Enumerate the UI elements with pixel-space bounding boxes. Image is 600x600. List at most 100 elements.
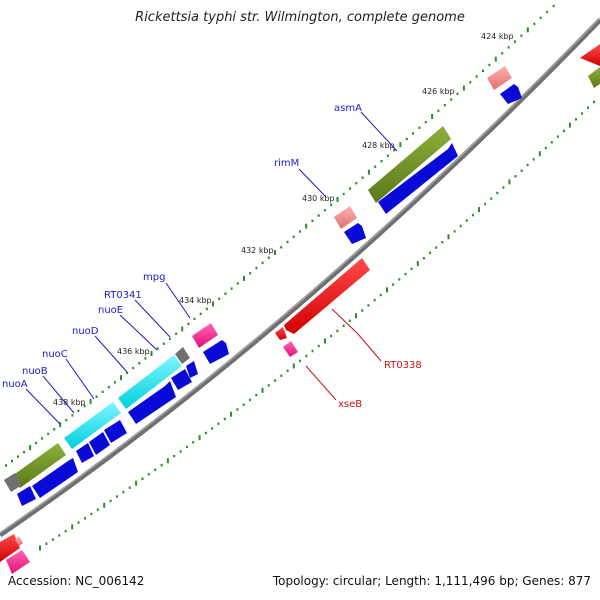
- tick-outer-5: [29, 445, 32, 451]
- tick-inner-45: [324, 338, 326, 344]
- tick-outer-37: [224, 292, 227, 295]
- tick-inner-24: [192, 441, 195, 444]
- gene-label-RT0338[interactable]: RT0338: [384, 360, 422, 371]
- cds-nuoA[interactable]: [76, 443, 94, 463]
- cds-424[interactable]: [500, 84, 522, 104]
- tick-inner-13: [122, 490, 125, 494]
- gene-label-xseB[interactable]: xseB: [338, 399, 362, 410]
- map-title: Rickettsia typhi str. Wilmington, comple…: [135, 10, 465, 25]
- gene-label-mpg[interactable]: mpg: [143, 272, 165, 283]
- cog-feature-olive-2[interactable]: [12, 443, 66, 488]
- tick-inner-37: [274, 379, 277, 382]
- cog-feature-red-edge-1[interactable]: [580, 44, 600, 66]
- tick-inner-54: [379, 293, 382, 297]
- cog-feature-cyan-2[interactable]: [64, 402, 121, 449]
- cog-feature-olive-1[interactable]: [368, 126, 451, 203]
- tick-outer-55: [336, 196, 339, 202]
- tick-outer-83: [514, 40, 516, 43]
- cog-feature-magenta-edge[interactable]: [6, 550, 30, 574]
- tick-outer-35: [212, 301, 214, 307]
- tick-inner-29: [223, 417, 226, 421]
- gene-label-RT0341[interactable]: RT0341: [104, 290, 142, 301]
- cog-feature-xseB[interactable]: [283, 341, 298, 357]
- gene-label-nuoD[interactable]: nuoD: [72, 326, 99, 337]
- tick-inner-88: [587, 106, 589, 109]
- cds-nuoE[interactable]: [171, 369, 192, 390]
- cog-feature-olive-edge[interactable]: [588, 67, 600, 88]
- tick-inner-7: [84, 517, 86, 520]
- tick-inner-52: [367, 304, 370, 307]
- tick-outer-13: [77, 409, 80, 412]
- tick-inner-83: [556, 135, 559, 138]
- tick-outer-23: [138, 362, 141, 365]
- cog-feature-pink-2[interactable]: [487, 66, 512, 90]
- tick-inner-65: [447, 234, 450, 240]
- leader-xseB: [305, 365, 337, 401]
- cog-feature-gray-2[interactable]: [4, 473, 22, 492]
- tick-outer-10: [59, 422, 62, 428]
- gene-label-nuoB[interactable]: nuoB: [22, 366, 48, 377]
- tick-inner-86: [575, 118, 577, 121]
- cds-olive-block[interactable]: [32, 458, 78, 498]
- cds-rimM[interactable]: [344, 223, 366, 244]
- tick-outer-62: [380, 160, 383, 163]
- tick-outer-54: [330, 203, 333, 206]
- leader-nuoD: [94, 335, 128, 373]
- tick-outer-6: [35, 441, 38, 445]
- cog-feature-pink-edge[interactable]: [15, 536, 23, 546]
- gene-label-rimM[interactable]: rimM: [274, 158, 299, 169]
- gene-label-nuoC[interactable]: nuoC: [42, 349, 68, 360]
- tick-inner-64: [441, 241, 444, 244]
- cds-RT0341[interactable]: [186, 361, 198, 378]
- tick-inner-9: [96, 508, 99, 511]
- tick-outer-17: [101, 390, 104, 394]
- cds-start[interactable]: [17, 486, 36, 506]
- tick-inner-68: [465, 219, 468, 222]
- tick-outer-74: [456, 92, 459, 95]
- tick-inner-22: [179, 450, 182, 453]
- tick-outer-38: [230, 287, 233, 290]
- tick-label-428: 428 kbp: [362, 141, 395, 150]
- tick-inner-35: [261, 387, 264, 393]
- tick-label-426: 426 kbp: [422, 87, 455, 96]
- tick-outer-12: [71, 414, 74, 417]
- cog-feature-cyan-1[interactable]: [118, 355, 182, 409]
- cds-asmA[interactable]: [378, 143, 458, 214]
- tick-outer-88: [546, 10, 549, 14]
- cog-feature-red-small[interactable]: [275, 327, 287, 340]
- cds-mpg[interactable]: [203, 340, 229, 364]
- tick-inner-3: [58, 534, 61, 537]
- tick-inner-71: [484, 202, 487, 206]
- leader-nuoA: [25, 388, 61, 425]
- gene-label-nuoE[interactable]: nuoE: [98, 305, 123, 316]
- tick-inner-59: [410, 267, 413, 270]
- tick-label-438: 438 kbp: [53, 398, 86, 407]
- tick-inner-82: [550, 141, 553, 144]
- tick-outer-80: [494, 56, 497, 62]
- tick-inner-10: [103, 502, 106, 508]
- tick-inner-42: [305, 354, 308, 358]
- tick-outer-73: [450, 98, 453, 101]
- tick-inner-23: [185, 445, 188, 449]
- gene-label-asmA[interactable]: asmA: [334, 103, 362, 114]
- tick-outer-27: [162, 342, 165, 345]
- cog-feature-magenta-1[interactable]: [192, 323, 218, 348]
- tick-outer-9: [53, 428, 56, 431]
- cds-nuoC[interactable]: [104, 420, 127, 443]
- tick-inner-44: [317, 344, 320, 348]
- cog-feature-pink-1[interactable]: [334, 206, 357, 229]
- tick-inner-30: [230, 411, 233, 417]
- tick-inner-26: [204, 431, 207, 435]
- cds-nuoB[interactable]: [89, 432, 110, 455]
- tick-inner-20: [166, 458, 169, 464]
- tick-label-424: 424 kbp: [481, 32, 514, 41]
- cds-nuoD[interactable]: [128, 381, 176, 424]
- tick-inner-5: [71, 524, 74, 530]
- gene-label-nuoA[interactable]: nuoA: [2, 379, 28, 390]
- cog-feature-red-edge-2[interactable]: [0, 534, 20, 562]
- cog-feature-gray-1[interactable]: [175, 347, 190, 364]
- tick-outer-52: [317, 214, 320, 217]
- cog-feature-RT0338[interactable]: [284, 258, 370, 334]
